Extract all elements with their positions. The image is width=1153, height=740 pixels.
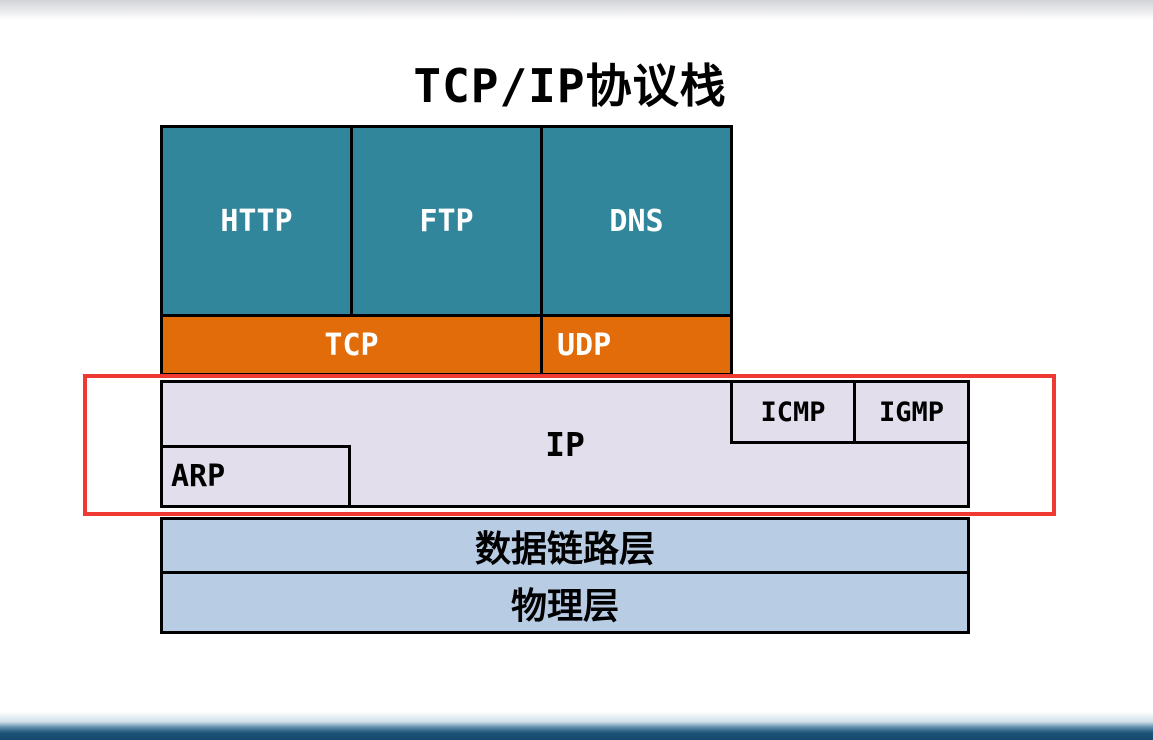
bottom-bar xyxy=(0,712,1153,740)
layer-box-physical: 物理层 xyxy=(160,571,970,634)
protocol-box-arp: ARP xyxy=(160,445,351,508)
top-edge-gradient xyxy=(0,0,1153,20)
protocol-box-icmp: ICMP xyxy=(730,380,856,444)
protocol-box-udp: UDP xyxy=(540,314,733,376)
protocol-box-ftp: FTP xyxy=(350,125,543,317)
protocol-box-dns: DNS xyxy=(540,125,733,317)
protocol-box-tcp: TCP xyxy=(160,314,543,376)
protocol-box-igmp: IGMP xyxy=(853,380,970,444)
page-title: TCP/IP协议栈 xyxy=(413,59,727,113)
layer-box-data-link: 数据链路层 xyxy=(160,517,970,574)
protocol-box-http: HTTP xyxy=(160,125,353,317)
